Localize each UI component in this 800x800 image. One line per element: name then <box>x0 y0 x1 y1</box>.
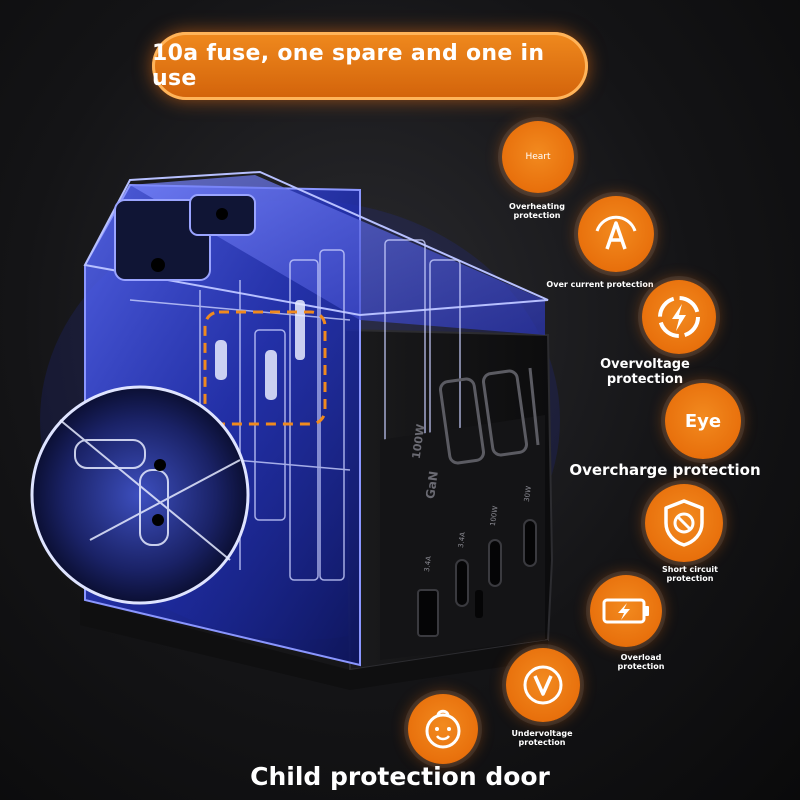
overcharge-label: Overcharge protection <box>569 461 761 479</box>
fuse-banner: 10a fuse, one spare and one in use <box>152 32 588 100</box>
overcharge-badge: Eye <box>665 383 741 459</box>
over-current-badge <box>578 196 654 272</box>
over-current-label: Over current protection <box>546 280 654 289</box>
eye-icon: Eye <box>684 410 722 432</box>
undervoltage-badge <box>506 648 580 722</box>
v-circle-icon <box>523 665 563 705</box>
current-a-icon <box>595 215 637 250</box>
overvoltage-label: Overvoltage protection <box>600 357 690 387</box>
child-protection-badge <box>408 694 478 764</box>
overload-badge <box>590 575 662 647</box>
shield-icon <box>664 499 704 547</box>
overload-label: Overload protection <box>617 653 665 672</box>
undervoltage-label: Undervoltage protection <box>511 729 573 748</box>
baby-face-icon <box>425 709 461 749</box>
child-protection-door-caption: Child protection door <box>250 762 550 791</box>
fuse-banner-text: 10a fuse, one spare and one in use <box>152 41 545 91</box>
lightning-ring-icon <box>658 296 700 338</box>
overvoltage-badge <box>642 280 716 354</box>
short-circuit-label: Short circuit protection <box>662 565 718 584</box>
battery-bolt-icon <box>602 598 649 624</box>
overheating-label: Overheating protection <box>509 202 565 221</box>
short-circuit-badge <box>645 484 723 562</box>
heat-icon: Heart <box>525 152 551 162</box>
overheating-badge: Heart <box>502 121 574 193</box>
